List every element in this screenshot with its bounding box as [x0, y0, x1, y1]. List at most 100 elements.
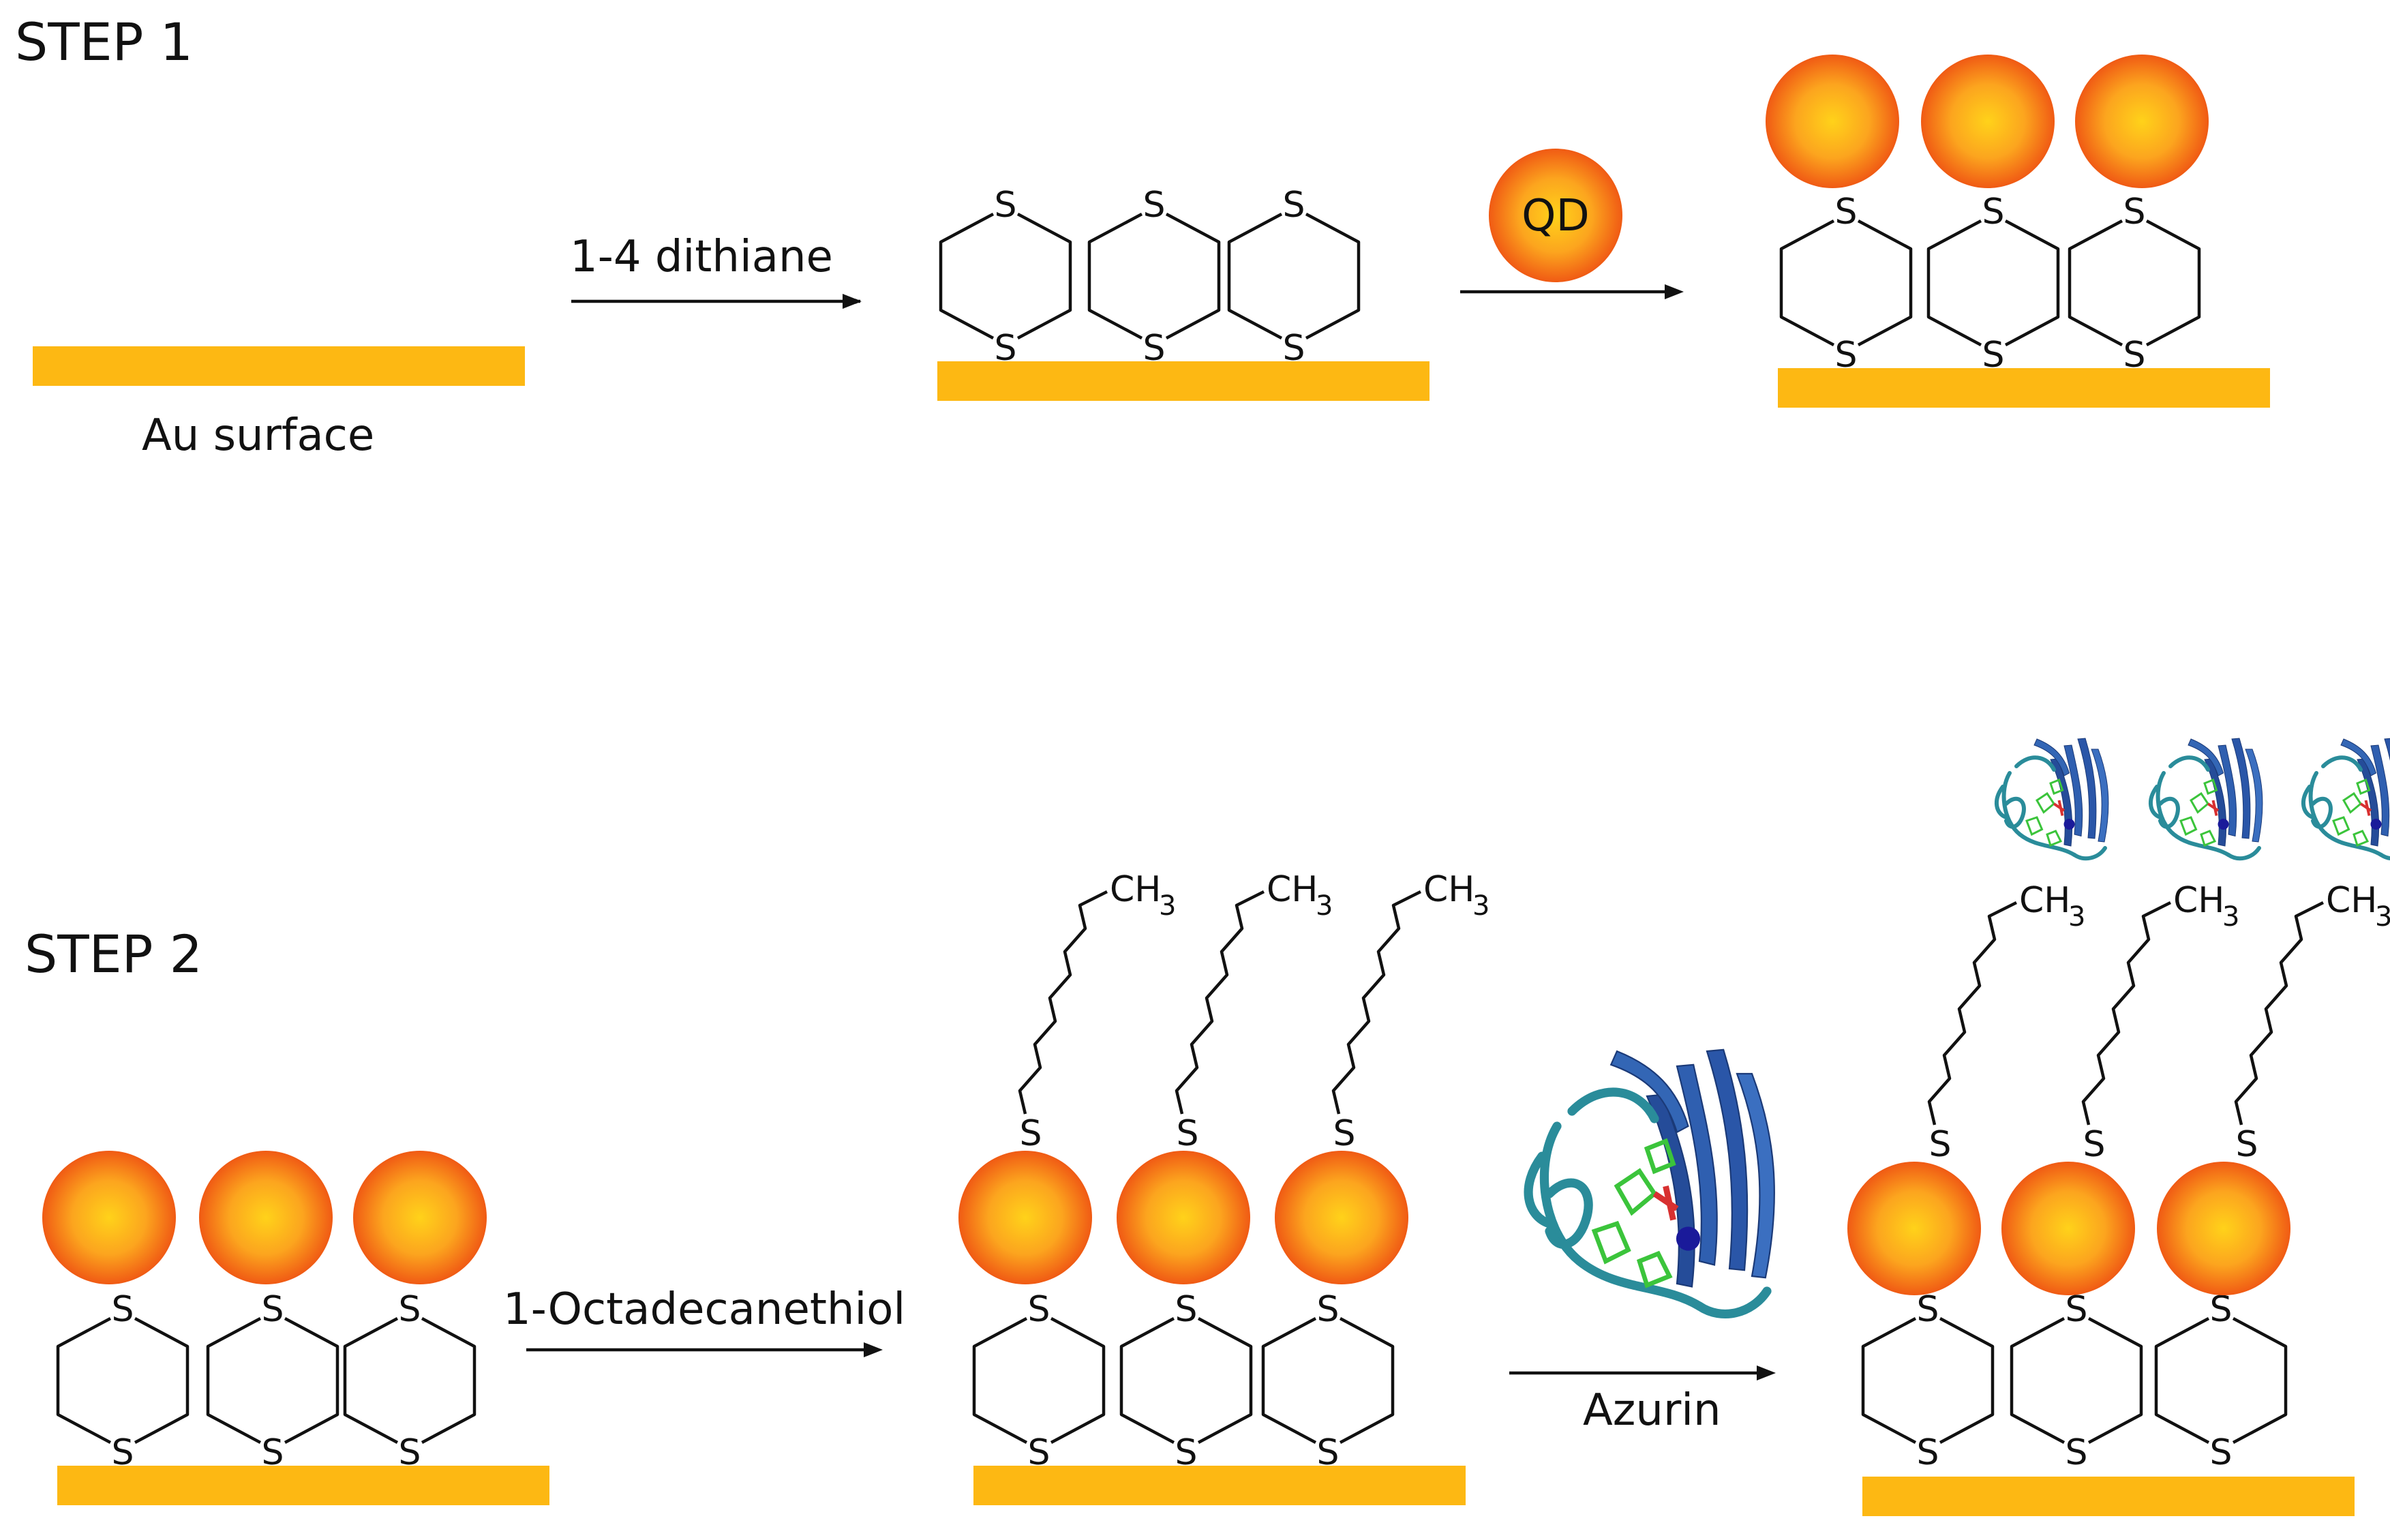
sulfur-atom-bottom: S [1982, 335, 2004, 376]
sulfur-atom-bottom: S [261, 1432, 284, 1473]
au-surface-label: Au surface [142, 410, 374, 461]
quantum-dot-layer-1 [1766, 55, 2209, 188]
quantum-dot-icon [2157, 1162, 2290, 1295]
methyl-subscript: 3 [1472, 890, 1489, 922]
dithiane-ring-icon: SS [2154, 1289, 2288, 1473]
quantum-dot-icon [958, 1151, 1092, 1284]
methyl-subscript: 3 [2068, 901, 2085, 933]
azurin-protein-icon [1524, 1048, 1775, 1319]
azurin-protein-icon [2149, 738, 2263, 861]
arrowhead-dithiane [843, 294, 862, 309]
azurin-protein-icon [1524, 1048, 1775, 1319]
methyl-subscript: 3 [2375, 901, 2390, 933]
gold-surface-step2a [57, 1466, 549, 1505]
sulfur-atom-bottom: S [2123, 335, 2145, 376]
quantum-dot-layer-2 [42, 1151, 487, 1284]
sulfur-atom-top: S [261, 1289, 284, 1330]
dithiane-ring-icon: SS [343, 1289, 477, 1473]
dithiane-ring-icon: SS [206, 1289, 339, 1473]
methyl-subscript: 3 [1159, 890, 1176, 922]
sulfur-atom-bottom: S [1175, 1432, 1197, 1473]
alkyl-chain: S CH3 [2234, 880, 2390, 1165]
sulfur-atom-top: S [1316, 1289, 1339, 1330]
quantum-dot-icon [1847, 1162, 1981, 1295]
sulfur-atom-top: S [1982, 192, 2004, 232]
gold-surface-step2c [1862, 1477, 2355, 1516]
sulfur-atom-top: S [994, 185, 1016, 226]
sulfur-atom-thiol: S [2235, 1124, 2258, 1165]
sulfur-atom-bottom: S [1834, 335, 1857, 376]
sulfur-atom-thiol: S [1928, 1124, 1951, 1165]
dithiane-arrow-label: 1-4 dithiane [570, 232, 833, 282]
gold-surface-step2b [973, 1466, 1466, 1505]
quantum-dot-icon [353, 1151, 487, 1284]
sulfur-atom-top: S [2065, 1289, 2087, 1330]
sulfur-atom-top: S [111, 1289, 134, 1330]
sulfur-atom-bottom: S [1316, 1432, 1339, 1473]
alkyl-chain: S CH3 [1331, 869, 1489, 1154]
sulfur-atom-top: S [1916, 1289, 1939, 1330]
step2-title: STEP 2 [25, 924, 202, 984]
dithiane-ring-icon: SS [939, 185, 1072, 369]
sulfur-atom-bottom: S [1282, 328, 1305, 369]
dithiane-ring-icon: SS [972, 1289, 1106, 1473]
quantum-dot-layer-4 [1847, 1162, 2290, 1295]
dithiane-ring-icon: SS [1926, 192, 2060, 376]
dithiane-ring-icon: SS [1861, 1289, 1995, 1473]
dithiane-ring-icon: SS [1087, 185, 1221, 369]
sulfur-atom-thiol: S [2083, 1124, 2105, 1165]
sulfur-atom-bottom: S [2209, 1432, 2232, 1473]
methyl-group: CH [2173, 880, 2224, 921]
sulfur-atom-bottom: S [1916, 1432, 1939, 1473]
alkyl-chain: S CH3 [1927, 880, 2085, 1165]
sulfur-atom-bottom: S [1027, 1432, 1050, 1473]
quantum-dot-icon [1921, 55, 2055, 188]
sulfur-atom-bottom: S [994, 328, 1016, 369]
gold-surface-dithiane [937, 361, 1430, 401]
quantum-dot-icon [2075, 55, 2209, 188]
methyl-group: CH [2019, 880, 2070, 921]
qd-reagent-label: QD [1522, 191, 1590, 241]
methyl-group: CH [1423, 869, 1474, 910]
sulfur-atom-thiol: S [1333, 1113, 1355, 1154]
quantum-dot-icon [42, 1151, 176, 1284]
quantum-dot-icon [1489, 149, 1622, 282]
dithiane-ring-icon: SS [1261, 1289, 1395, 1473]
sulfur-atom-thiol: S [1176, 1113, 1198, 1154]
sulfur-atom-bottom: S [1143, 328, 1165, 369]
dithiane-ring-icon: SS [1227, 185, 1361, 369]
quantum-dot-icon [1766, 55, 1899, 188]
gold-surface-bare [33, 346, 525, 386]
sulfur-atom-top: S [1834, 192, 1857, 232]
arrowhead-qd [1665, 284, 1684, 299]
sulfur-atom-top: S [2209, 1289, 2232, 1330]
sulfur-atom-top: S [1175, 1289, 1197, 1330]
quantum-dot-icon [199, 1151, 333, 1284]
azurin-arrow-label: Azurin [1583, 1385, 1721, 1436]
dithiane-ring-icon: SS [2010, 1289, 2143, 1473]
methyl-group: CH [2326, 880, 2377, 921]
methyl-subscript: 3 [1316, 890, 1333, 922]
sulfur-atom-bottom: S [2065, 1432, 2087, 1473]
dithiane-ring-icon: SS [56, 1289, 190, 1473]
arrowhead-octadecanethiol [864, 1342, 883, 1357]
azurin-layer [1995, 738, 2390, 861]
sulfur-atom-top: S [398, 1289, 421, 1330]
sulfur-atom-bottom: S [111, 1432, 134, 1473]
step1-title: STEP 1 [15, 12, 193, 72]
arrowhead-azurin [1757, 1365, 1776, 1380]
dithiane-ring-icon: SS [1119, 1289, 1253, 1473]
quantum-dot-icon [2001, 1162, 2135, 1295]
sulfur-atom-thiol: S [1019, 1113, 1042, 1154]
sulfur-atom-top: S [1143, 185, 1165, 226]
